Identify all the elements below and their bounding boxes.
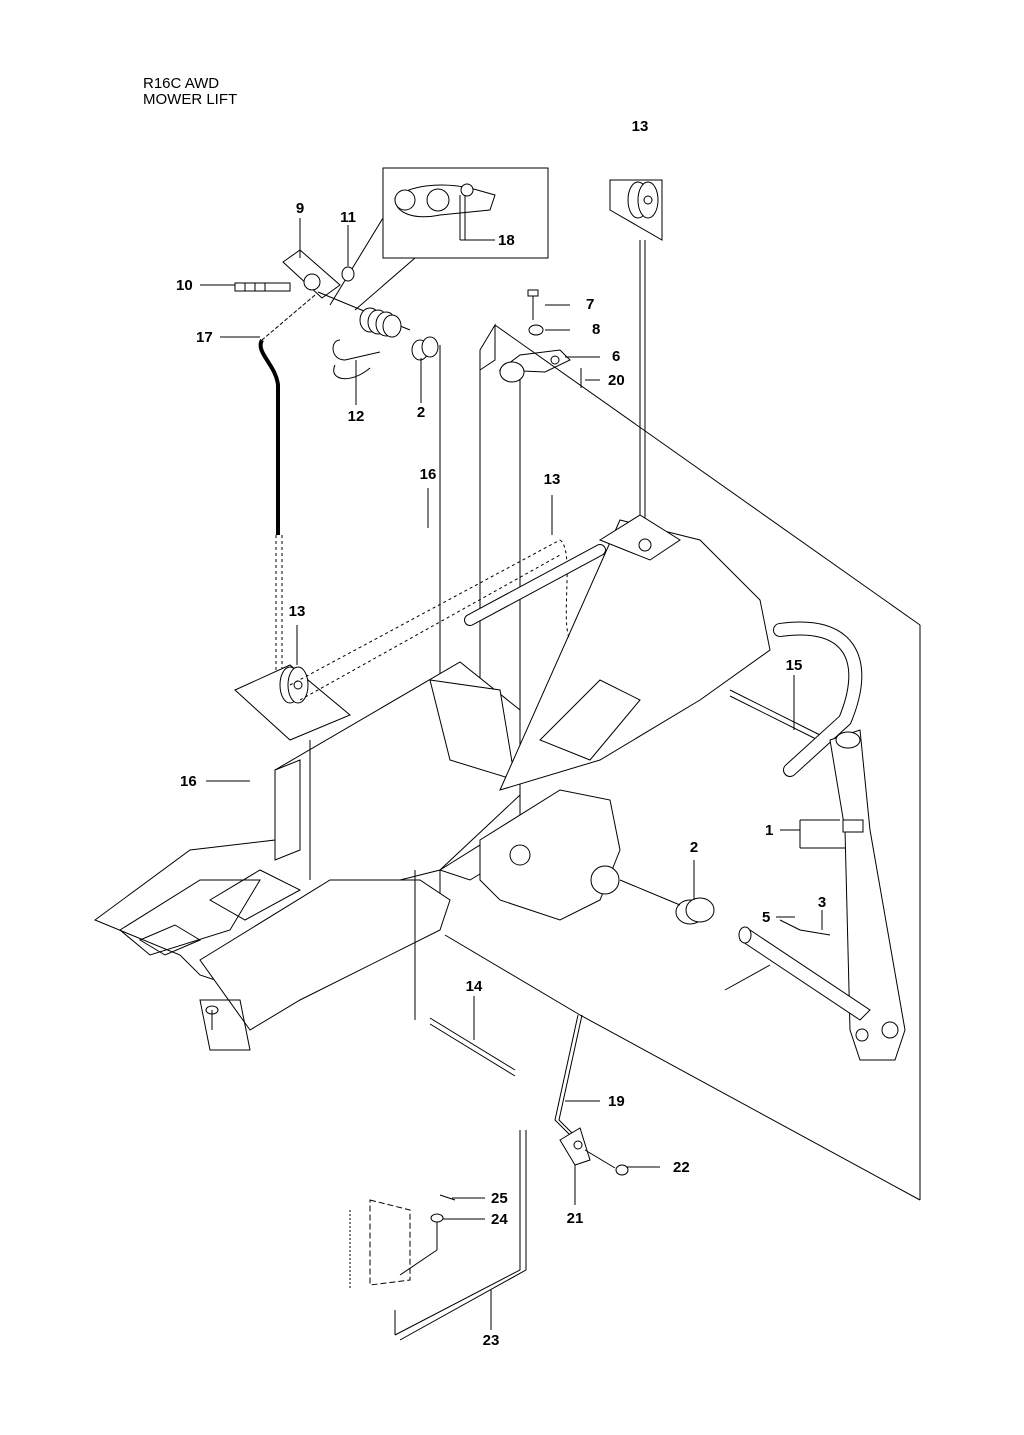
- callout-10: 10: [176, 277, 193, 294]
- chassis-frame: [93, 514, 771, 1051]
- model-name: R16C AWD: [143, 75, 220, 92]
- callout-1: 1: [765, 822, 773, 839]
- section-name: MOWER LIFT: [143, 91, 238, 108]
- callout-25: 25: [491, 1190, 508, 1207]
- link-rod-19: [554, 1014, 629, 1176]
- bracket-assembly: [200, 249, 411, 331]
- callout-14: 14: [466, 978, 483, 995]
- rod-23: [349, 1130, 527, 1341]
- bushing-2-lower: [619, 879, 715, 925]
- callout-12: 12: [348, 408, 365, 425]
- pulley-13-left: [234, 539, 571, 880]
- callout-13-mid: 13: [544, 471, 561, 488]
- callout-15: 15: [786, 657, 803, 674]
- callout-6: 6: [612, 348, 620, 365]
- callout-21: 21: [567, 1210, 584, 1227]
- callout-16-left: 16: [180, 773, 197, 790]
- callout-9: 9: [296, 200, 304, 217]
- lift-handle-1: [799, 729, 906, 1061]
- callout-16-top: 16: [420, 466, 437, 483]
- pulley-13-top: [609, 179, 663, 660]
- lift-shaft-15: [464, 544, 863, 777]
- diagram-title: R16C AWD MOWER LIFT: [143, 76, 237, 108]
- shaft-3: [724, 919, 871, 1021]
- callout-8: 8: [592, 321, 600, 338]
- rod-14: [414, 870, 581, 1077]
- callout-3: 3: [818, 894, 826, 911]
- callout-7: 7: [586, 296, 594, 313]
- callout-19: 19: [608, 1093, 625, 1110]
- callout-23: 23: [483, 1332, 500, 1349]
- callout-11: 11: [340, 209, 356, 226]
- leader-lines: [206, 218, 823, 1330]
- detail-inset: [329, 167, 549, 311]
- frame-assembly-outline: [579, 625, 921, 1201]
- callout-22: 22: [673, 1159, 690, 1176]
- callout-13-left: 13: [289, 603, 306, 620]
- callout-13-top: 13: [632, 118, 649, 135]
- callout-17: 17: [196, 329, 213, 346]
- callout-20: 20: [608, 372, 625, 389]
- callout-2-lower: 2: [690, 839, 698, 856]
- callout-18: 18: [498, 232, 515, 249]
- spring-12: [332, 307, 402, 380]
- callout-labels: 13 9 11 18 10 7 8 17 6 20 12 2 16 13 13 …: [176, 118, 826, 1349]
- lift-chain-cable: [258, 294, 316, 680]
- callout-2-top: 2: [417, 404, 425, 421]
- callout-5: 5: [762, 909, 770, 926]
- callout-24: 24: [491, 1211, 508, 1228]
